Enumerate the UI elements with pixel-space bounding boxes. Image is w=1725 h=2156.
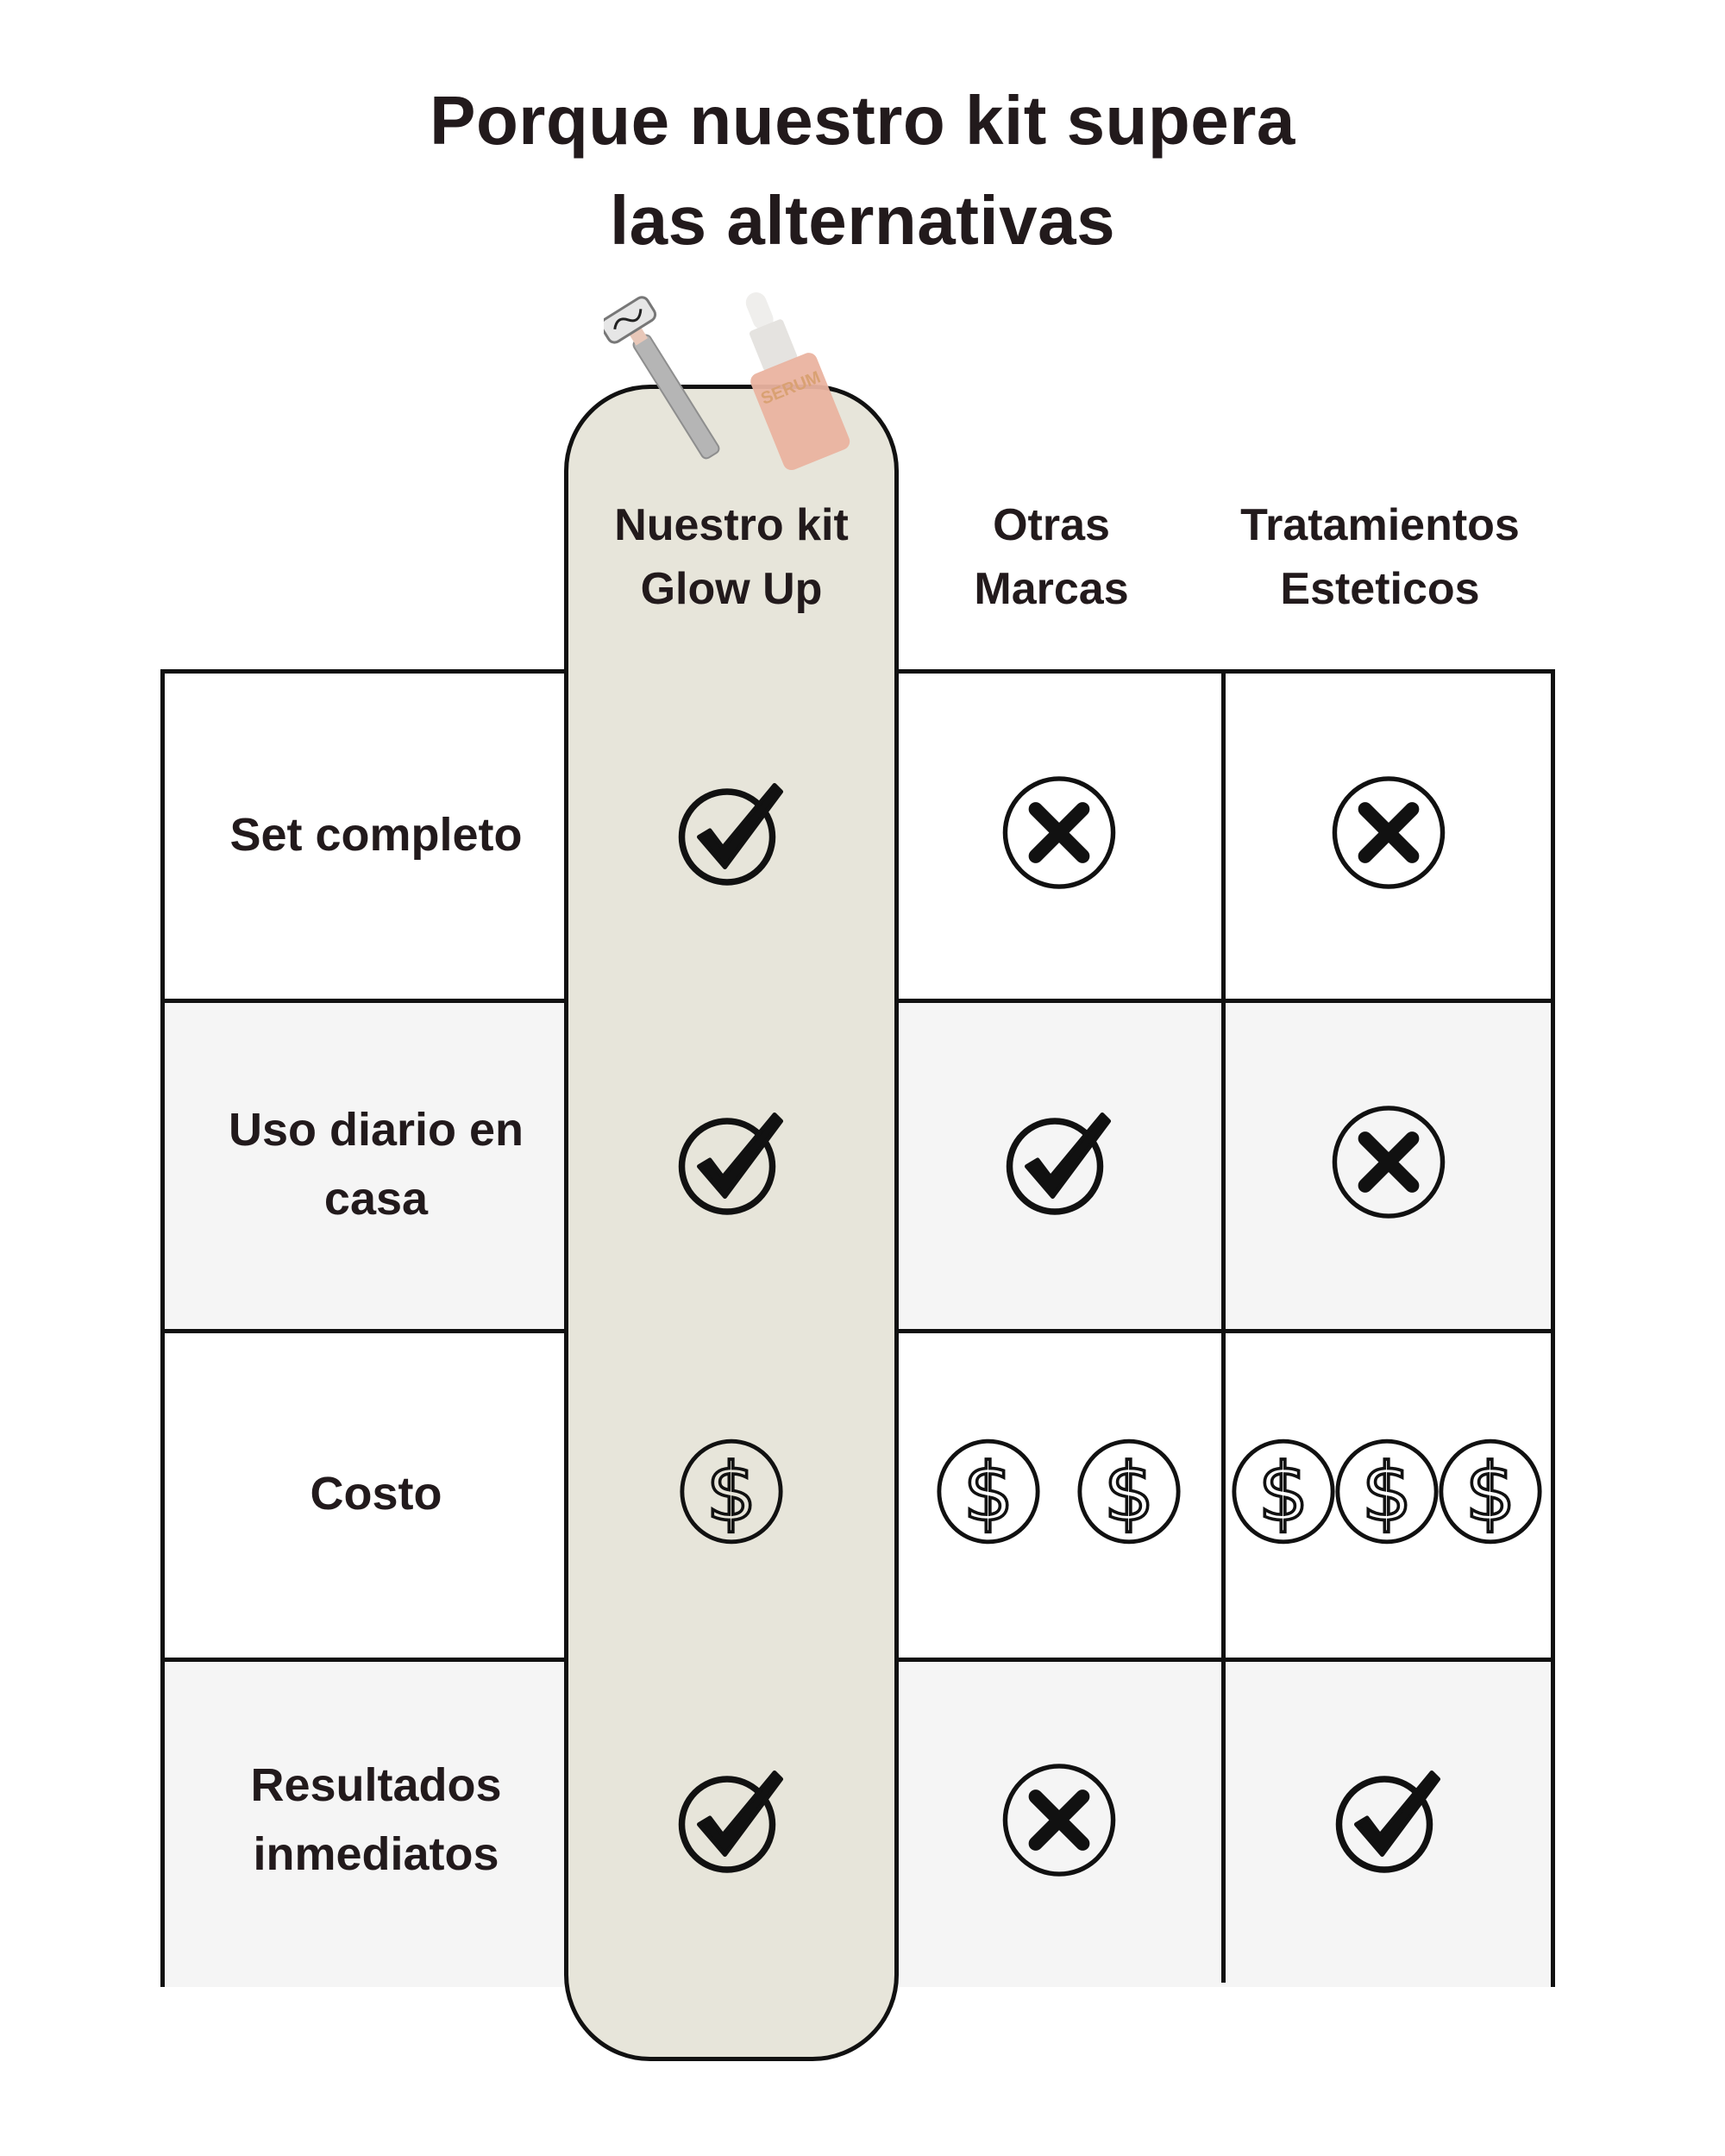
row-label-line: inmediatos	[253, 1828, 499, 1880]
checkmark-icon	[1331, 1764, 1447, 1881]
column-header-line: Marcas	[974, 564, 1129, 614]
checkmark-icon	[674, 777, 790, 893]
highlight-column	[564, 385, 899, 2061]
dollar-coin-icon: $	[1438, 1438, 1543, 1550]
serum-bottle-image: SERUM	[745, 291, 850, 471]
column-header-other-brands: Otras Marcas	[879, 493, 1224, 621]
svg-text:$: $	[1104, 1445, 1155, 1539]
column-header-line: Nuestro kit	[614, 500, 849, 550]
column-header-line: Esteticos	[1280, 564, 1480, 614]
checkmark-icon	[1001, 1106, 1118, 1223]
face-roller-image	[604, 296, 720, 460]
svg-text:$: $	[1465, 1445, 1516, 1539]
row-label-line: Uso diario en	[228, 1104, 524, 1156]
column-header-our-kit: Nuestro kit Glow Up	[559, 493, 904, 621]
row-label-line: Set completo	[229, 809, 523, 861]
dollar-coin-icon: $	[1334, 1438, 1440, 1550]
svg-text:$: $	[1258, 1445, 1309, 1539]
page-title: Porque nuestro kit supera las alternativ…	[0, 71, 1725, 271]
svg-text:$: $	[963, 1445, 1014, 1539]
dollar-coin-icon: $	[936, 1438, 1041, 1550]
row-label: Set completo	[160, 800, 592, 869]
product-images: SERUM	[604, 291, 850, 471]
row-label-line: Costo	[310, 1468, 442, 1520]
column-divider	[1221, 674, 1226, 1983]
title-line-1: Porque nuestro kit supera	[430, 82, 1295, 159]
title-line-2: las alternativas	[609, 182, 1116, 259]
dollar-coin-icon: $	[1231, 1438, 1336, 1550]
checkmark-icon	[674, 1106, 790, 1223]
cross-icon	[1000, 774, 1118, 896]
row-label-line: casa	[323, 1173, 429, 1225]
cross-icon	[1000, 1762, 1118, 1883]
cross-icon	[1330, 774, 1447, 896]
row-label: Uso diario en casa	[160, 1095, 592, 1233]
row-label: Resultados inmediatos	[160, 1751, 592, 1889]
column-header-line: Glow Up	[640, 564, 823, 614]
cross-icon	[1330, 1104, 1447, 1225]
row-label: Costo	[160, 1459, 592, 1528]
checkmark-icon	[674, 1764, 790, 1881]
column-header-line: Tratamientos	[1240, 500, 1520, 550]
dollar-coin-icon: $	[679, 1438, 784, 1550]
row-label-line: Resultados	[250, 1759, 502, 1811]
svg-text:$: $	[1362, 1445, 1413, 1539]
dollar-coin-icon: $	[1076, 1438, 1182, 1550]
column-header-line: Otras	[993, 500, 1110, 550]
svg-text:$: $	[706, 1445, 757, 1539]
column-header-treatments: Tratamientos Esteticos	[1208, 493, 1552, 621]
